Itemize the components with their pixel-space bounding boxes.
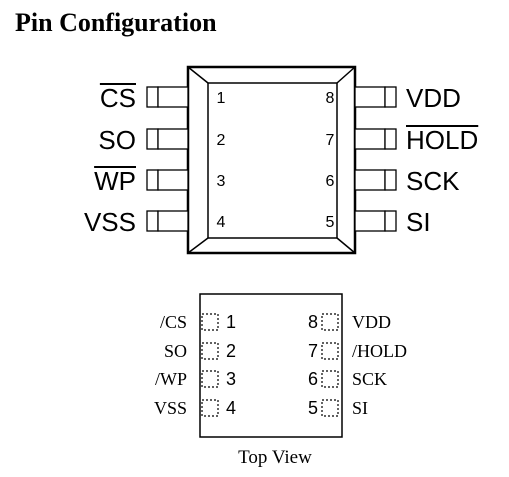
pin-lead	[146, 86, 159, 108]
pin-pad	[321, 342, 339, 360]
pin-name-right: HOLD	[406, 125, 478, 155]
pin-number: 6	[308, 369, 318, 389]
pin-name-left: WP	[94, 166, 136, 196]
package-body-top	[186, 65, 357, 255]
pin-name-left: /CS	[160, 312, 187, 332]
pin-number: 1	[226, 312, 236, 332]
pin-lead	[384, 128, 397, 150]
pin-name-left: VSS	[84, 207, 136, 237]
pin-number: 5	[326, 214, 335, 231]
pin-lead	[157, 169, 189, 191]
pin-name-right: SCK	[352, 369, 387, 389]
pin-number: 5	[308, 398, 318, 418]
pin-lead	[384, 210, 397, 232]
pin-number: 3	[226, 369, 236, 389]
pin-pad	[201, 313, 219, 331]
pin-lead	[384, 86, 397, 108]
pin-name-left: VSS	[154, 398, 187, 418]
pin-name-right: SI	[406, 207, 431, 237]
pin-lead	[354, 128, 386, 150]
pin-name-right: VDD	[406, 83, 461, 113]
package-body-bottom	[199, 293, 343, 438]
pin-name-right: /HOLD	[352, 341, 407, 361]
pin-number: 2	[217, 132, 226, 149]
pin-name-left: /WP	[155, 369, 187, 389]
top-view-caption: Top View	[238, 447, 312, 468]
pin-pad	[321, 399, 339, 417]
pin-lead	[157, 210, 189, 232]
pin-lead	[354, 86, 386, 108]
pin-lead	[157, 86, 189, 108]
pin-lead	[354, 169, 386, 191]
pin-number: 4	[217, 214, 226, 231]
pin-name-left: CS	[100, 83, 136, 113]
page-title: Pin Configuration	[15, 8, 217, 37]
pin-name-right: SI	[352, 398, 368, 418]
pin-number: 1	[217, 90, 226, 107]
pin-name-left: SO	[98, 125, 136, 155]
pin-pad	[321, 313, 339, 331]
pin-number: 8	[326, 90, 335, 107]
pin-name-right: VDD	[352, 312, 391, 332]
pin-pad	[201, 399, 219, 417]
pin-pad	[201, 342, 219, 360]
pin-name-left: SO	[164, 341, 187, 361]
pin-number: 2	[226, 341, 236, 361]
pin-lead	[157, 128, 189, 150]
pin-lead	[354, 210, 386, 232]
pin-pad	[321, 370, 339, 388]
pin-lead	[146, 169, 159, 191]
pin-lead	[384, 169, 397, 191]
pin-number: 7	[308, 341, 318, 361]
pin-lead	[146, 128, 159, 150]
pin-number: 8	[308, 312, 318, 332]
pin-number: 6	[326, 173, 335, 190]
pin-lead	[146, 210, 159, 232]
pin-number: 7	[326, 132, 335, 149]
pin-number: 4	[226, 398, 236, 418]
pin-pad	[201, 370, 219, 388]
pin-number: 3	[217, 173, 226, 190]
pin-name-right: SCK	[406, 166, 460, 196]
